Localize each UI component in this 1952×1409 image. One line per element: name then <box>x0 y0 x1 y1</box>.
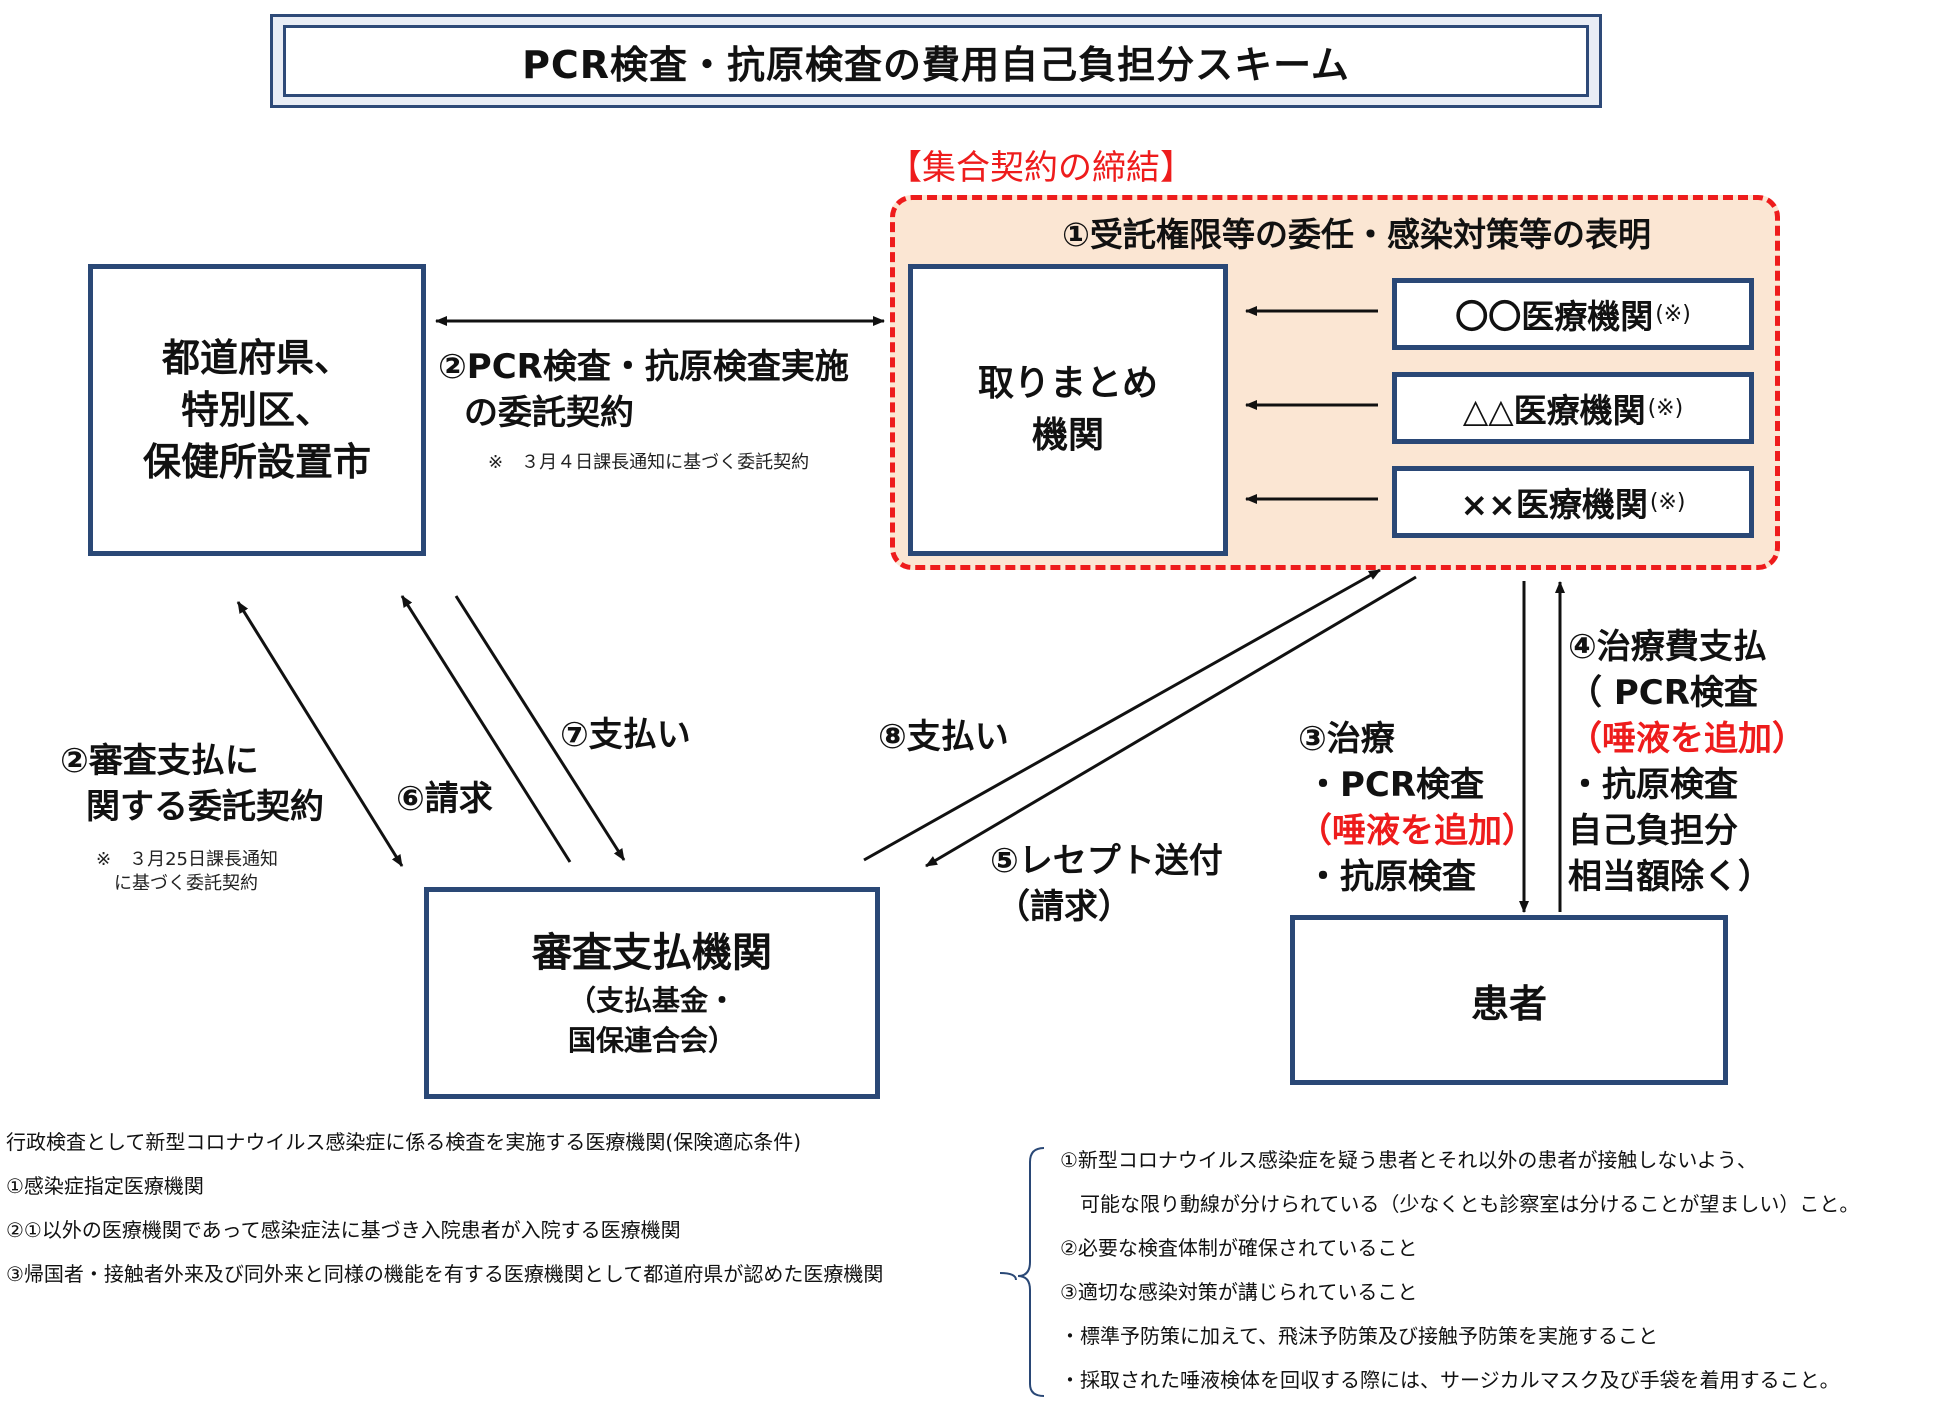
label-fee-4-5: 自己負担分 <box>1568 811 1738 851</box>
patient-label: 患者 <box>1470 981 1547 1026</box>
review-title: 審査支払機関 <box>532 930 772 976</box>
label-fee-4-6: 相当額除く） <box>1568 857 1772 897</box>
label-fee-4: ④治療費支払 （ PCR検査 （唾液を追加） ・抗原検査 自己負担分 相当額除く… <box>1568 624 1806 900</box>
label-contract-pcr: ②PCR検査・抗原検査実施 の委託契約 <box>438 344 849 436</box>
institution-note-2: (※) <box>1647 395 1684 421</box>
label-contract-pcr-2: の委託契約 <box>464 393 634 433</box>
arrow-payment-7 <box>454 595 626 861</box>
institution-name-3: ××医療機関 <box>1460 485 1648 524</box>
prefecture-box: 都道府県、 特別区、 保健所設置市 <box>88 264 426 556</box>
institution-note-3: (※) <box>1649 489 1686 515</box>
label-review-contract-note-2: に基づく委託契約 <box>114 873 258 894</box>
label-claim-6: ⑥請求 <box>396 779 493 819</box>
footnote-right-4: ③適切な感染対策が講じられていること <box>1060 1280 1418 1304</box>
institution-note-1: (※) <box>1655 301 1691 327</box>
coordinator-line-1: 取りまとめ <box>977 363 1158 404</box>
title-box: PCR検査・抗原検査の費用自己負担分スキーム <box>270 14 1602 108</box>
label-contract-pcr-1: ②PCR検査・抗原検査実施 <box>438 347 849 387</box>
label-review-contract-note: ※ ３月25日課長通知 に基づく委託契約 <box>96 848 278 896</box>
label-treatment-3-4: ・抗原検査 <box>1306 857 1476 897</box>
arrow-payment-8 <box>863 568 1381 862</box>
institution-box-1: 〇〇医療機関(※) <box>1392 278 1754 350</box>
label-receipt-5-2: （請求） <box>996 887 1132 927</box>
page-title: PCR検査・抗原検査の費用自己負担分スキーム <box>283 25 1589 97</box>
footnote-right-5: ・標準予防策に加えて、飛沫予防策及び接触予防策を実施すること <box>1060 1324 1658 1348</box>
label-treatment-3-2: ・PCR検査 <box>1306 765 1485 805</box>
prefecture-line-1: 都道府県、 <box>161 336 352 380</box>
delegation-label: ①受託権限等の委任・感染対策等の表明 <box>1062 215 1651 254</box>
label-fee-4-3: （唾液を追加） <box>1568 719 1806 759</box>
label-fee-4-1: ④治療費支払 <box>1568 627 1767 667</box>
label-treatment-3: ③治療 ・PCR検査 （唾液を追加） ・抗原検査 <box>1298 716 1536 900</box>
arrow-review-contract <box>236 601 404 867</box>
review-sub-2: 国保連合会） <box>567 1024 736 1057</box>
label-fee-4-4: ・抗原検査 <box>1568 765 1738 805</box>
footnote-right-2: 可能な限り動線が分けられている（少なくとも診察室は分けることが望ましい）こと。 <box>1060 1192 1860 1216</box>
label-payment-7: ⑦支払い <box>560 715 691 755</box>
label-payment-8: ⑧支払い <box>878 717 1009 757</box>
label-treatment-3-1: ③治療 <box>1298 719 1395 759</box>
institution-box-2: △△医療機関(※) <box>1392 372 1754 444</box>
footnote-right-3: ②必要な検査体制が確保されていること <box>1060 1236 1418 1260</box>
contract-label: 【集合契約の締結】 <box>888 148 1194 188</box>
prefecture-line-3: 保健所設置市 <box>142 440 371 484</box>
institution-name-2: △△医療機関 <box>1462 391 1646 430</box>
label-review-contract-2: 関する委託契約 <box>86 787 324 827</box>
institution-box-3: ××医療機関(※) <box>1392 466 1754 538</box>
label-review-contract-1: ②審査支払に <box>60 741 259 781</box>
footnote-right-1: ①新型コロナウイルス感染症を疑う患者とそれ以外の患者が接触しないよう、 <box>1060 1148 1757 1172</box>
label-review-contract-note-1: ※ ３月25日課長通知 <box>96 849 278 870</box>
arrow-claim-6 <box>400 595 572 863</box>
arrow-receipt-5 <box>925 575 1417 868</box>
footnote-left-1: 行政検査として新型コロナウイルス感染症に係る検査を実施する医療機関(保険適応条件… <box>6 1130 802 1154</box>
prefecture-line-2: 特別区、 <box>180 388 333 432</box>
label-contract-pcr-note: ※ ３月４日課長通知に基づく委託契約 <box>488 452 810 473</box>
label-receipt-5: ⑤レセプト送付 （請求） <box>990 838 1223 930</box>
footnote-right: ①新型コロナウイルス感染症を疑う患者とそれ以外の患者が接触しないよう、 可能な限… <box>1060 1138 1859 1402</box>
review-payment-box: 審査支払機関 （支払基金・ 国保連合会） <box>424 887 880 1099</box>
label-receipt-5-1: ⑤レセプト送付 <box>990 841 1223 881</box>
footnote-left: 行政検査として新型コロナウイルス感染症に係る検査を実施する医療機関(保険適応条件… <box>6 1120 883 1296</box>
label-review-contract: ②審査支払に 関する委託契約 <box>60 738 324 830</box>
label-fee-4-2: （ PCR検査 <box>1568 673 1758 713</box>
footnote-left-2: ①感染症指定医療機関 <box>6 1174 204 1198</box>
patient-box: 患者 <box>1290 915 1728 1085</box>
footnote-left-3: ②①以外の医療機関であって感染症法に基づき入院患者が入院する医療機関 <box>6 1218 681 1242</box>
footnote-right-bracket <box>1017 1147 1045 1397</box>
footnote-left-bracket <box>999 1272 1017 1281</box>
footnote-right-6: ・採取された唾液検体を回収する際には、サージカルマスク及び手袋を着用すること。 <box>1060 1368 1840 1392</box>
coordinator-line-2: 機関 <box>1031 415 1104 456</box>
footnote-left-4: ③帰国者・接触者外来及び同外来と同様の機能を有する医療機関として都道府県が認めた… <box>6 1262 884 1286</box>
institution-name-1: 〇〇医療機関 <box>1455 297 1654 336</box>
review-sub-1: （支払基金・ <box>567 984 736 1017</box>
label-treatment-3-3: （唾液を追加） <box>1298 811 1536 851</box>
coordinator-box: 取りまとめ 機関 <box>908 264 1228 556</box>
